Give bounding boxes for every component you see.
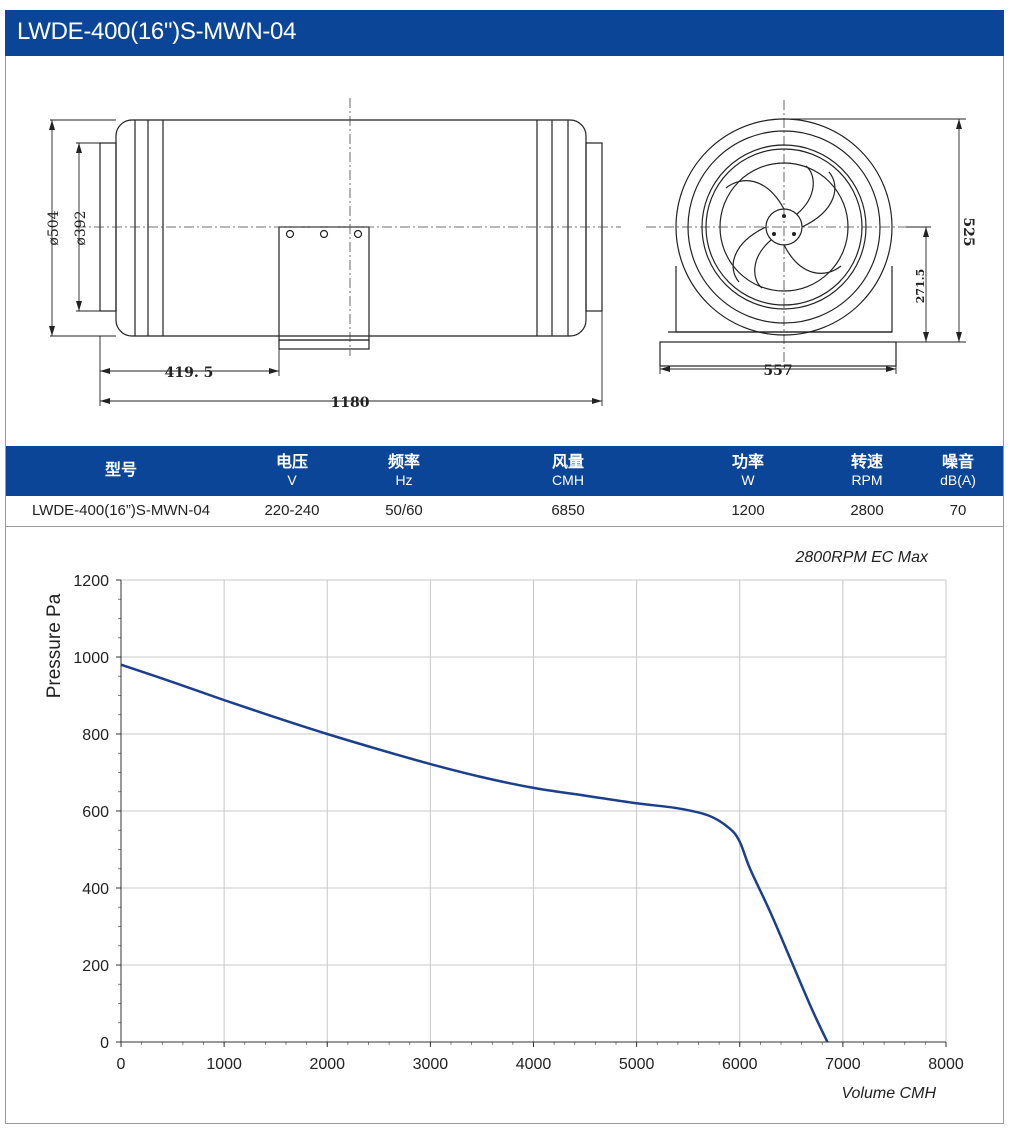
x-tick-label: 1000 [206,1056,242,1073]
pressure-curve-line [120,663,829,1043]
x-tick-label: 7000 [825,1056,861,1073]
y-tick-labels: 0 200 400 600 800 1000 1200 [73,573,121,1052]
x-axis-label: Volume CMH [841,1085,936,1102]
spec-table-header: 型号 电压 V 频率 Hz 风量 CMH 功率 W 转速 RPM 噪音 dB(A… [6,446,1003,496]
cell-airflow: 6850 [551,502,585,519]
spec-table-row: LWDE-400(16”)S-MWN-04 220-240 50/60 6850… [6,496,1003,527]
x-tick-label: 6000 [722,1056,758,1073]
col-speed: 转速 RPM [850,454,883,488]
y-tick-label: 0 [100,1035,109,1052]
col-voltage: 电压 V [275,454,308,488]
terminal-box [278,226,370,341]
x-tick-label: 4000 [516,1056,552,1073]
cell-model: LWDE-400(16”)S-MWN-04 [31,502,211,519]
cell-noise: 70 [949,502,967,519]
fan-body-side [115,119,587,337]
technical-drawing: ø504 ø392 419. 5 1180 525 271.5 557 [46,98,976,411]
chart-minor-ticks [118,579,947,1045]
y-tick-label: 1200 [73,573,109,590]
col-noise: 噪音 dB(A) [940,454,976,488]
cell-power: 1200 [731,502,765,519]
x-tick-label: 3000 [413,1056,449,1073]
performance-chart: 0 1000 2000 3000 4000 5000 6000 7000 8000 0 200 40… [44,549,964,1102]
product-title: LWDE-400(16")S-MWN-04 [17,18,297,45]
x-tick-label: 2000 [309,1056,345,1073]
y-axis-label: Pressure Pa [44,593,65,698]
cell-speed: 2800 [850,502,884,519]
y-tick-label: 1000 [73,650,109,667]
col-model: 型号 [104,462,137,479]
col-power: 功率 W [731,454,764,488]
dim-557: 557 [763,363,792,379]
y-tick-label: 800 [82,727,109,744]
dim-271-5: 271.5 [914,269,927,303]
x-tick-label: 5000 [619,1056,655,1073]
y-tick-label: 400 [82,881,109,898]
y-tick-label: 600 [82,804,109,821]
dim-525: 525 [960,217,976,246]
title-bar: LWDE-400(16")S-MWN-04 [5,10,1004,56]
dim-d504: ø504 [46,210,62,245]
col-airflow: 风量 CMH [551,454,584,488]
chart-title: 2800RPM EC Max [795,549,929,566]
x-tick-labels: 0 1000 2000 3000 4000 5000 6000 7000 8000 [117,1042,964,1073]
dim-d392: ø392 [73,210,89,245]
cell-voltage: 220-240 [264,502,320,519]
x-tick-label: 8000 [928,1056,964,1073]
dim-1180: 1180 [331,395,370,411]
col-frequency: 频率 Hz [387,454,420,488]
dim-419-5: 419. 5 [165,365,214,381]
y-tick-label: 200 [82,958,109,975]
chart-grid [120,579,947,1043]
cell-frequency: 50/60 [385,502,423,519]
x-tick-label: 0 [117,1056,126,1073]
